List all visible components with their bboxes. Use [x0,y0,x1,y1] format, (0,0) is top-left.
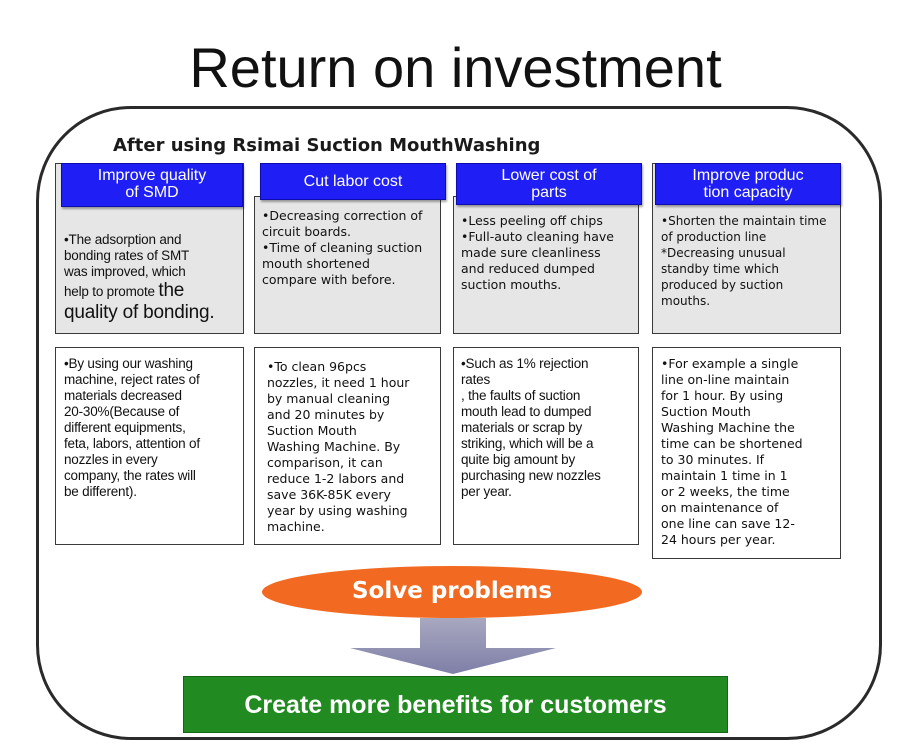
parts-bottom-box [453,347,639,545]
labor-bottom-text: •To clean 96pcs nozzles, it need 1 hour … [267,359,410,534]
capacity-header: Improve produc tion capacity [655,163,841,205]
capacity-bottom-box [652,347,841,559]
subtitle: After using Rsimai Suction MouthWashing [113,135,541,156]
labor-header: Cut labor cost [260,163,446,200]
parts-top-text: •Less peeling off chips •Full-auto clean… [461,213,614,292]
solve-problems-label: Solve problems [351,578,553,604]
parts-header: Lower cost of parts [456,163,642,205]
quality-top-text: •The adsorption and bonding rates of SMT… [64,232,244,324]
parts-bottom-text: •Such as 1% rejection rates , the faults… [461,356,601,499]
benefit-label: Create more benefits for customers [244,691,667,719]
down-arrow-icon [350,618,556,674]
solve-problems-ellipse: Solve problems [262,566,642,618]
capacity-top-text: •Shorten the maintain time of production… [661,214,827,308]
capacity-bottom-text: •For example a single line on-line maint… [661,356,803,547]
labor-top-text: •Decreasing correction of circuit boards… [262,208,423,287]
parts-top-box [453,196,639,334]
rounded-frame [36,106,882,740]
quality-top-text-big: the quality of bonding. [64,280,215,323]
quality-header: Improve quality of SMD [61,163,243,207]
quality-bottom-box [55,347,244,545]
benefit-banner: Create more benefits for customers [183,676,728,733]
quality-top-text-main: •The adsorption and bonding rates of SMT… [64,232,190,299]
quality-bottom-text: •By using our washing machine, reject ra… [64,356,200,499]
page-title: Return on investment [189,36,722,99]
labor-bottom-box [254,347,441,545]
